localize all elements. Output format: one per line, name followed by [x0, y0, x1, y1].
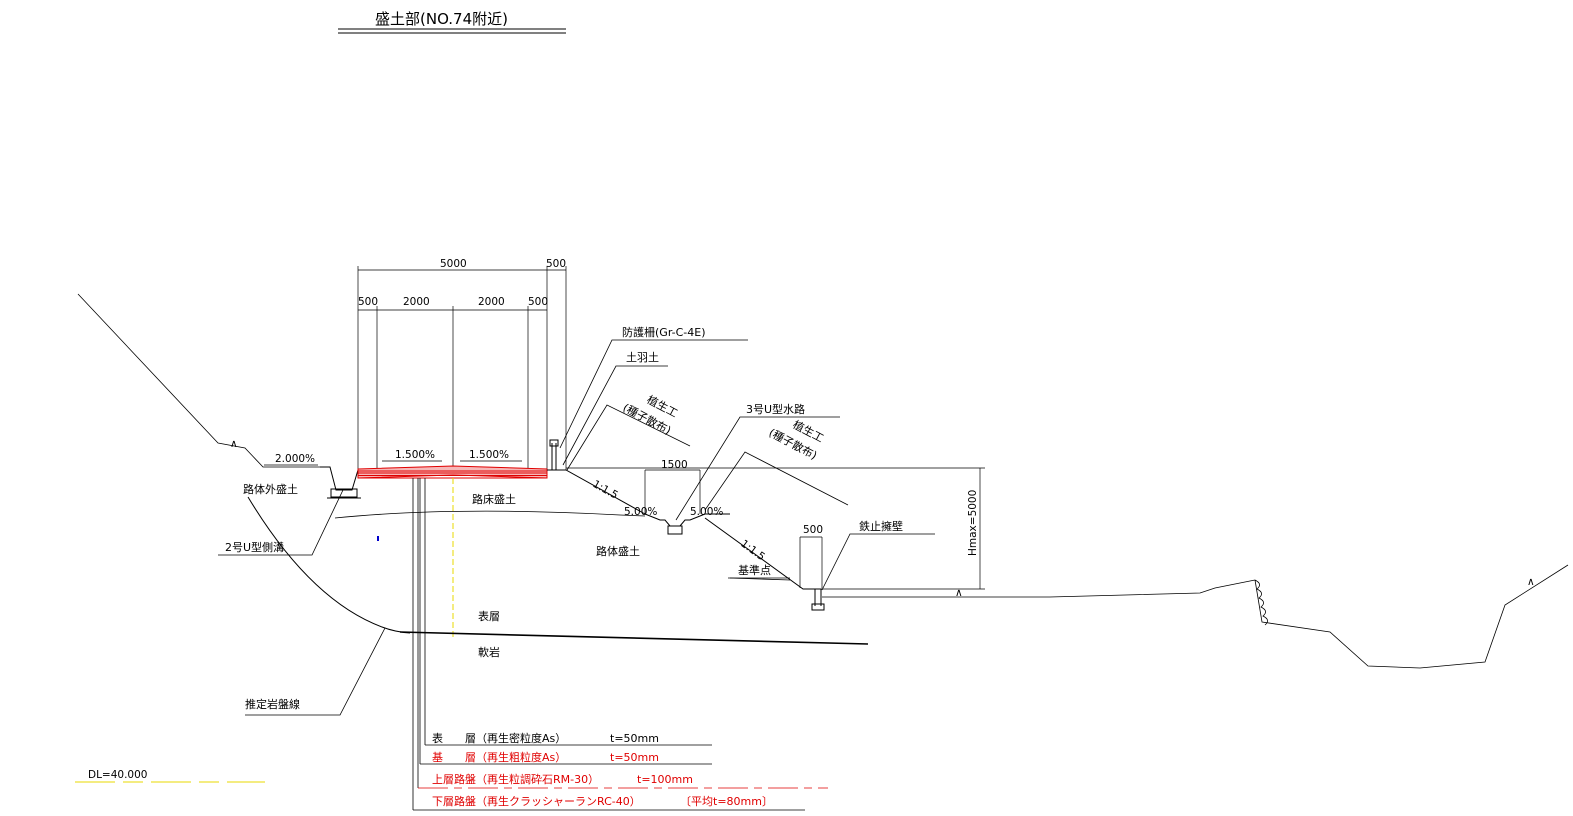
pavement-binder-name: 基 層（再生粗粒度As）: [432, 750, 566, 764]
vegetation-2-leader: [704, 451, 849, 511]
slope-lane-left: 1.500%: [395, 449, 435, 461]
guardrail-label: 防護柵(Gr-C-4E): [622, 325, 706, 339]
u-channel-3-leader: [675, 416, 840, 521]
vegetation-1-leader: [566, 404, 691, 471]
pavement-lower-base-name: 下層路盤（再生クラッシャーランRC-40）: [432, 794, 641, 808]
outer-fill-label: 路体外盛土: [243, 482, 298, 496]
body-fill-label: 路体盛土: [596, 544, 640, 558]
dim-height: Hmax=5000: [967, 490, 979, 556]
guardrail-post: [549, 439, 559, 470]
u-channel-3-label: 3号U型水路: [746, 402, 805, 416]
dim-berm-width: 1500: [661, 459, 688, 471]
reference-point-label: 基準点: [738, 563, 771, 577]
u-ditch-2-label: 2号U型側溝: [225, 540, 284, 554]
reference-tick: [377, 536, 379, 541]
slope-lower-embankment: 1:1.5: [738, 538, 767, 564]
soft-rock-label: 軟岩: [478, 645, 500, 659]
estimated-bedrock-curve: [247, 496, 411, 634]
slope-left-fill: 2.000%: [275, 453, 315, 465]
bedrock-line-label: 推定岩盤線: [245, 697, 300, 711]
dim-lane-left: 2000: [403, 296, 430, 308]
u-channel-3-shape: [644, 513, 706, 535]
pavement-layers: [357, 465, 548, 479]
upper-embankment-slope: [547, 469, 646, 515]
far-right-ground: [1254, 564, 1569, 669]
drawing-title: 盛土部(NO.74附近): [375, 10, 508, 28]
pavement-upper-base-thickness: t=100mm: [637, 773, 693, 786]
surface-rock-boundary: [399, 631, 869, 645]
dim-lane-right: 2000: [478, 296, 505, 308]
pavement-surface-thickness: t=50mm: [610, 732, 659, 745]
dim-shoulder-width: 500: [546, 258, 566, 270]
dim-right-shoulder: 500: [528, 296, 548, 308]
svg-text:∧: ∧: [955, 587, 963, 599]
left-natural-ground: [77, 293, 320, 468]
pavement-upper-base-name: 上層路盤（再生粒調砕石RM-30）: [432, 772, 599, 786]
guardrail-leader: [559, 339, 748, 449]
retaining-wall-shape: [811, 589, 825, 611]
pavement-lower-base-thickness: 〔平均t=80mm〕: [680, 795, 773, 808]
subgrade-boundary: [334, 510, 646, 519]
svg-text:∧: ∧: [230, 438, 238, 450]
surface-layer-label: 表層: [478, 609, 500, 623]
svg-text:∧: ∧: [1527, 576, 1535, 588]
dim-left-shoulder: 500: [358, 296, 378, 308]
dim-total-width: 5000: [440, 258, 467, 270]
right-natural-ground: [822, 579, 1256, 598]
retaining-wall-label: 鉄止擁壁: [859, 519, 903, 533]
pavement-surface-name: 表 層（再生密粒度As）: [432, 731, 566, 745]
pavement-leader-verticals: [412, 478, 426, 810]
soil-shoulder-leader: [562, 365, 668, 466]
slope-ditch-left: 5.00%: [624, 506, 657, 518]
slope-upper-embankment: 1:1.5: [591, 478, 620, 502]
pavement-legend: 表 層（再生密粒度As） t=50mm 基 層（再生粗粒度As） t=50mm …: [432, 731, 773, 808]
lower-embankment-face: [704, 517, 822, 590]
soil-shoulder-label: 土羽土: [626, 351, 659, 364]
dim-wall-width: 500: [803, 524, 823, 536]
bedrock-leader: [245, 627, 386, 716]
u-ditch-2-shape: [320, 466, 361, 499]
datum-label: DL=40.000: [88, 769, 147, 781]
right-slope-hatching: [1254, 579, 1268, 626]
pavement-binder-thickness: t=50mm: [610, 751, 659, 764]
slope-ditch-right: 5.00%: [690, 506, 723, 518]
u-ditch-2-leader: [218, 489, 344, 556]
slope-lane-right: 1.500%: [469, 449, 509, 461]
pavement-leader-horizontals: [413, 744, 828, 811]
retaining-wall-leader: [821, 533, 935, 591]
subgrade-fill-label: 路床盛土: [472, 492, 516, 506]
